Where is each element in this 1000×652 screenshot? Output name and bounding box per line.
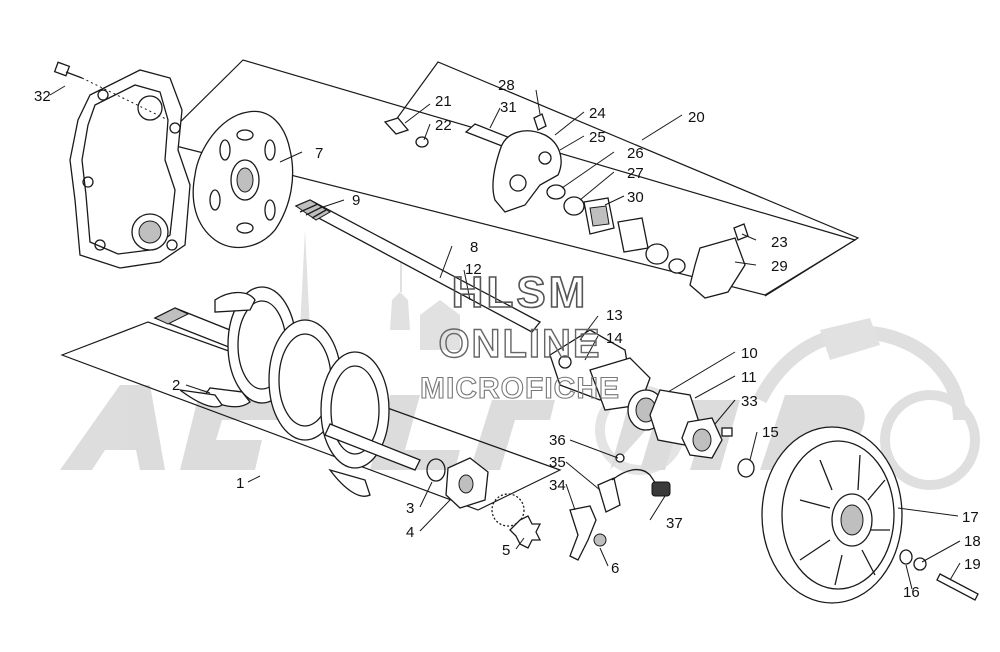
watermark-line-3: MICROFICHE [420, 372, 620, 405]
bolt-32 [53, 61, 169, 121]
drive-sprocket-assembly [153, 286, 421, 497]
speed-sensor-assembly [569, 453, 671, 561]
callout-2: 2 [172, 377, 180, 394]
callout-9: 9 [352, 192, 360, 209]
callout-28: 28 [498, 77, 515, 94]
callout-numbers: 32 7 9 8 12 21 22 31 28 24 25 26 27 30 2… [34, 77, 981, 601]
callout-14: 14 [606, 330, 623, 347]
callout-36: 36 [549, 432, 566, 449]
callout-32: 32 [34, 88, 51, 105]
callout-22: 22 [435, 117, 452, 134]
callout-10: 10 [741, 345, 758, 362]
callout-35: 35 [549, 454, 566, 471]
callout-21: 21 [435, 93, 452, 110]
callout-4: 4 [406, 524, 414, 541]
callout-30: 30 [627, 189, 644, 206]
callout-7: 7 [315, 145, 323, 162]
callout-11: 11 [741, 369, 757, 386]
callout-1: 1 [236, 475, 244, 492]
callout-6: 6 [611, 560, 619, 577]
callout-29: 29 [771, 258, 788, 275]
callout-27: 27 [627, 165, 644, 182]
callout-26: 26 [627, 145, 644, 162]
hlsm-watermark: HLSM ONLINE MICROFICHE [419, 267, 620, 405]
callout-18: 18 [964, 533, 981, 550]
callout-3: 3 [406, 500, 414, 517]
callout-23: 23 [771, 234, 788, 251]
callout-8: 8 [470, 239, 478, 256]
callout-16: 16 [903, 584, 920, 601]
callout-12: 12 [465, 261, 482, 278]
callout-13: 13 [606, 307, 623, 324]
leader-lines [49, 85, 961, 590]
callout-33: 33 [741, 393, 758, 410]
callout-25: 25 [589, 129, 606, 146]
callout-19: 19 [964, 556, 981, 573]
watermark-line-2: ONLINE [438, 322, 601, 366]
bearing-components [426, 457, 607, 549]
assembly-frame-caliper [389, 61, 860, 297]
callout-5: 5 [502, 542, 510, 559]
bearing-flange-assembly [549, 329, 755, 478]
brake-disc [192, 110, 294, 249]
caliper-assembly [383, 113, 749, 299]
callout-20: 20 [688, 109, 705, 126]
callout-31: 31 [500, 99, 517, 116]
callout-15: 15 [762, 424, 779, 441]
callout-17: 17 [962, 509, 979, 526]
drive-shaft [294, 199, 541, 333]
callout-34: 34 [549, 477, 566, 494]
driven-clutch [761, 426, 979, 604]
callout-24: 24 [589, 105, 606, 122]
watermark-line-1: HLSM [452, 268, 589, 317]
callout-37: 37 [666, 515, 683, 532]
chaincase-housing [69, 69, 191, 269]
